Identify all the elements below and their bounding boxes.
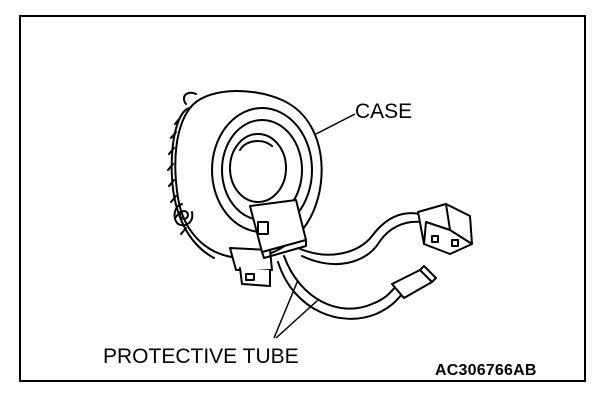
case-center-hole	[229, 133, 287, 203]
figure-code: AC306766AB	[435, 362, 537, 379]
tube-leader-line-1	[273, 279, 299, 339]
small-connector	[391, 269, 433, 299]
cable-lower	[283, 255, 399, 310]
case-rim	[170, 107, 215, 259]
tube-leader-line-2	[275, 299, 319, 339]
mounting-tab-top	[182, 91, 197, 105]
protective-tube-label: PROTECTIVE TUBE	[103, 345, 299, 368]
case-leader-line	[315, 113, 356, 135]
case-label: CASE	[355, 100, 413, 123]
mounting-tab-left	[173, 203, 194, 227]
figure-frame	[19, 15, 586, 382]
cable-upper	[297, 212, 421, 256]
